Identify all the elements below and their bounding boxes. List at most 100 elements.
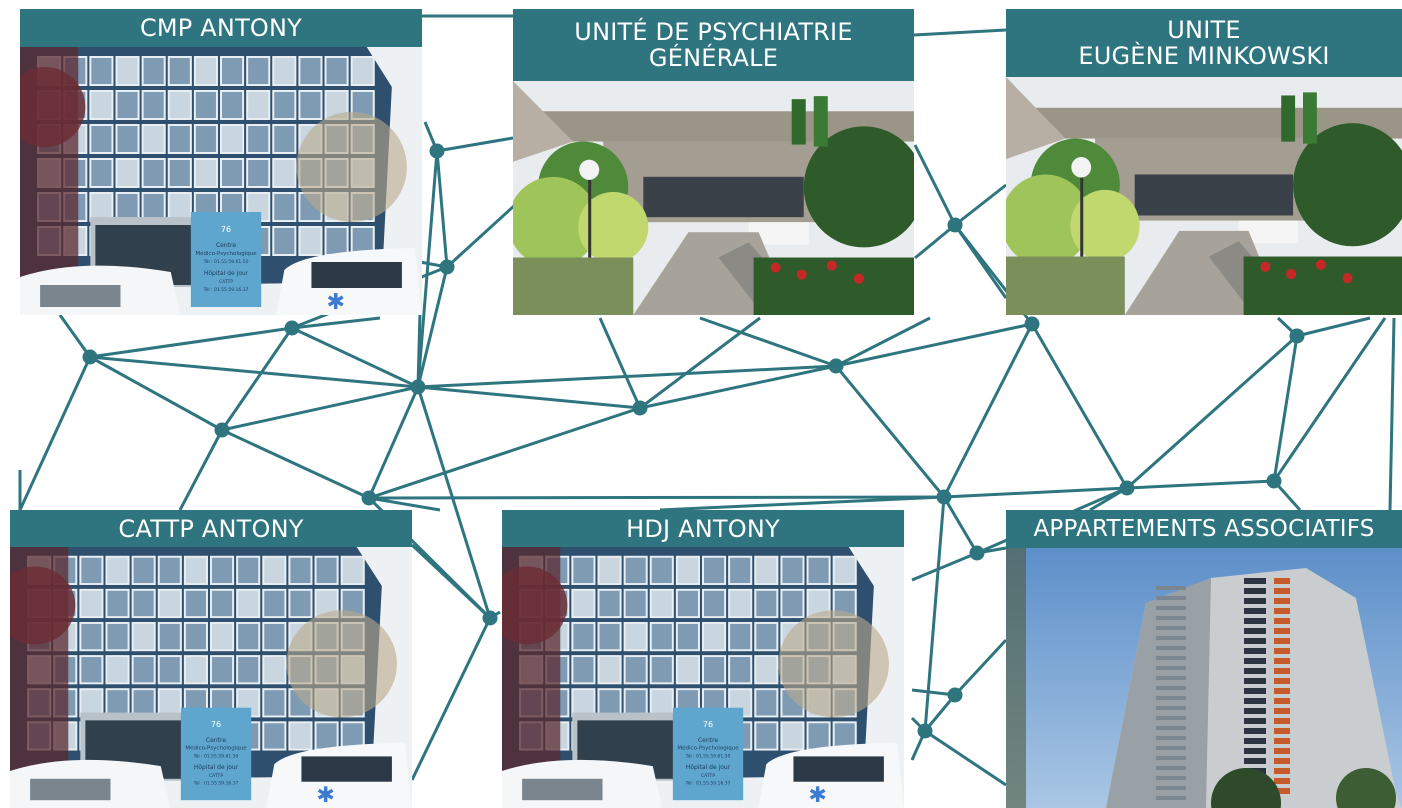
network-line [410, 543, 492, 620]
network-node [410, 379, 426, 395]
card-unite-psychiatrie-generale[interactable]: UNITÉ DE PSYCHIATRIE GÉNÉRALE [513, 9, 914, 315]
card-title-line: CMP ANTONY [139, 14, 303, 42]
svg-text:Tél : 01.55.59.16.37: Tél : 01.55.59.16.37 [203, 286, 249, 293]
network-line [220, 327, 294, 431]
svg-text:Médico-Psychologique: Médico-Psychologique [677, 745, 739, 752]
network-line [417, 385, 641, 410]
network-line [221, 385, 419, 432]
card-title-banner: CMP ANTONY [20, 9, 422, 47]
card-unite-eugene-minkowski[interactable]: UNITE EUGÈNE MINKOWSKI [1006, 9, 1402, 315]
network-line [659, 495, 945, 512]
svg-text:Centre: Centre [206, 737, 226, 744]
network-node [429, 143, 445, 159]
building-photo: 76 Centre Médico-Psychologique Tél : 01.… [20, 47, 422, 315]
network-line [923, 496, 946, 732]
network-line [923, 694, 957, 732]
network-line [367, 386, 420, 499]
network-line [291, 316, 381, 330]
card-title-banner: UNITE EUGÈNE MINKOWSKI [1006, 9, 1402, 77]
card-title-line: UNITE [1167, 16, 1241, 44]
network-line [953, 638, 1008, 697]
network-node [828, 358, 844, 374]
network-line [291, 326, 419, 389]
network-node [361, 490, 377, 506]
network-line [221, 428, 370, 500]
network-node [917, 723, 933, 739]
svg-text:✱: ✱ [327, 290, 346, 315]
svg-text:Hôpital de jour: Hôpital de jour [194, 764, 239, 771]
network-line [598, 317, 642, 409]
network-line [835, 316, 931, 368]
svg-text:76: 76 [703, 720, 713, 729]
network-line [89, 355, 419, 389]
network-line [924, 729, 1007, 787]
network-node [82, 349, 98, 365]
network-line [89, 355, 223, 432]
network-line [416, 386, 492, 619]
card-cmp-antony[interactable]: CMP ANTONY 76 Centre Médico-Psychologiqu… [20, 9, 422, 315]
card-title-banner: UNITÉ DE PSYCHIATRIE GÉNÉRALE [513, 9, 914, 81]
network-line [835, 322, 1033, 368]
svg-text:Centre: Centre [698, 737, 718, 744]
network-line [1272, 317, 1387, 482]
network-line [914, 223, 956, 260]
card-title-line: UNITÉ DE PSYCHIATRIE [574, 18, 853, 46]
network-line [436, 136, 514, 153]
network-node [632, 400, 648, 416]
building-photo: 76 Centre Médico-Psychologique Tél : 01.… [502, 547, 904, 808]
network-line [913, 144, 957, 226]
svg-text:Hôpital de jour: Hôpital de jour [686, 764, 731, 771]
network-line [368, 406, 641, 500]
network-line [445, 203, 517, 269]
svg-text:✱: ✱ [317, 783, 336, 808]
network-node [969, 545, 985, 561]
svg-text:CATTP: CATTP [701, 773, 715, 779]
network-line [410, 617, 492, 781]
network-line [834, 365, 946, 498]
card-cattp-antony[interactable]: CATTP ANTONY 76 Centre Médico-Psychologi… [10, 510, 412, 808]
network-line [639, 364, 837, 410]
card-title-banner: HDJ ANTONY [502, 510, 904, 547]
network-node [947, 217, 963, 233]
card-title-line: CATTP ANTONY [118, 514, 304, 543]
network-line [416, 266, 449, 388]
network-node [936, 489, 952, 505]
network-node [482, 610, 498, 626]
network-line [368, 495, 945, 500]
svg-text:Tél : 01.55.59.61.50: Tél : 01.55.59.61.50 [193, 752, 239, 759]
tower-photo [1006, 548, 1402, 808]
network-node [947, 687, 963, 703]
network-line [1126, 479, 1275, 490]
card-title-line: GÉNÉRALE [648, 44, 779, 72]
network-node [1024, 316, 1040, 332]
network-line [1272, 335, 1299, 482]
network-line [911, 551, 978, 582]
network-line [89, 326, 293, 359]
network-line [913, 28, 1007, 37]
svg-text:Hôpital de jour: Hôpital de jour [204, 270, 249, 277]
network-line [416, 150, 439, 388]
svg-text:Tél : 01.55.59.16.37: Tél : 01.55.59.16.37 [193, 780, 239, 787]
network-line [943, 486, 1128, 499]
card-title-banner: APPARTEMENTS ASSOCIATIFS [1006, 510, 1402, 548]
card-title-line: EUGÈNE MINKOWSKI [1078, 42, 1330, 70]
svg-text:Médico-Psychologique: Médico-Psychologique [185, 745, 247, 752]
network-line [942, 496, 979, 554]
building-photo: 76 Centre Médico-Psychologique Tél : 01.… [10, 547, 412, 808]
card-hdj-antony[interactable]: HDJ ANTONY 76 Centre Médico-Psychologiqu… [502, 510, 904, 808]
network-line [18, 356, 92, 511]
svg-text:✱: ✱ [809, 783, 828, 808]
network-line [368, 496, 441, 512]
network-line [1030, 323, 1129, 489]
hospital-entrance-photo [1006, 77, 1402, 315]
network-line [942, 323, 1034, 498]
network-node [1289, 328, 1305, 344]
network-node [284, 320, 300, 336]
card-title-banner: CATTP ANTONY [10, 510, 412, 547]
network-node [1266, 473, 1282, 489]
network-node [439, 259, 455, 275]
network-line [435, 150, 449, 268]
svg-text:76: 76 [221, 225, 231, 234]
card-appartements-associatifs[interactable]: APPARTEMENTS ASSOCIATIFS [1006, 510, 1402, 808]
